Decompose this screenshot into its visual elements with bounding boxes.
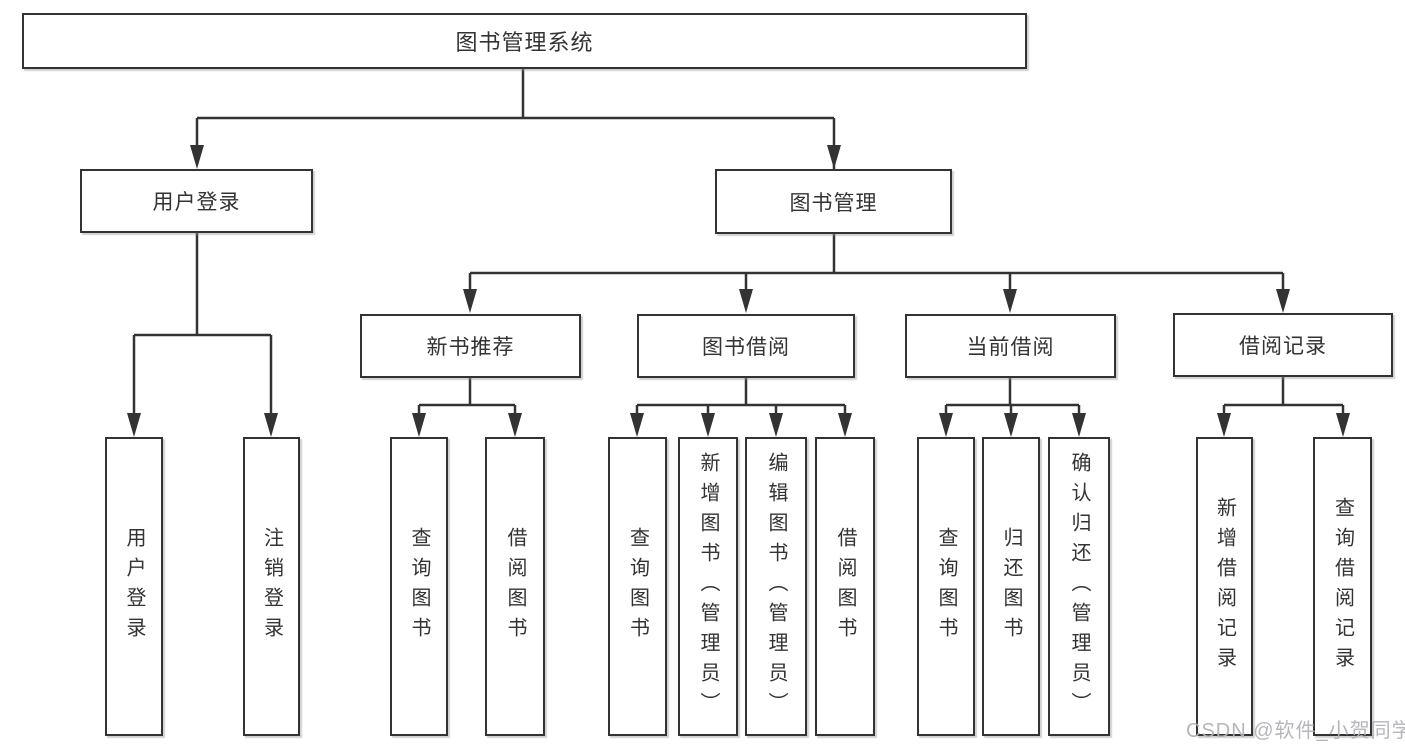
arrowhead-icon — [1217, 413, 1231, 437]
connector-newbook-to-leaves — [417, 378, 517, 414]
leaf-borrow-books-recommend: 借阅图书 — [485, 437, 545, 736]
leaf-edit-books-admin: 编辑图书（管理员） — [745, 437, 807, 736]
arrowhead-icon — [1004, 413, 1018, 437]
node-label: 图书管理系统 — [455, 30, 594, 55]
node-label: 借阅图书 — [504, 526, 526, 647]
node-label: 借阅记录 — [1239, 335, 1327, 358]
node-label: 用户登录 — [152, 191, 241, 214]
node-label: 注销登录 — [260, 526, 283, 647]
node-label: 确认归还（管理员） — [1068, 451, 1090, 722]
leaf-query-books-borrowing: 查询图书 — [608, 437, 667, 736]
arrowhead-icon — [264, 413, 278, 437]
leaf-user-login: 用户登录 — [105, 437, 163, 736]
connector-userlogin-to-leaves — [132, 233, 273, 414]
node-label: 用户登录 — [123, 526, 145, 647]
leaf-confirm-return-admin: 确认归还（管理员） — [1048, 437, 1110, 736]
connector-line-group — [132, 69, 1345, 414]
node-user-login: 用户登录 — [80, 169, 313, 233]
leaf-add-borrow-record: 新增借阅记录 — [1196, 437, 1253, 736]
node-label: 归还图书 — [1000, 526, 1022, 647]
connector-records-to-leaves — [1222, 377, 1345, 414]
node-current-borrowing: 当前借阅 — [905, 314, 1116, 378]
node-new-book-recommend: 新书推荐 — [360, 314, 581, 378]
arrowhead-icon — [127, 413, 141, 437]
arrowhead-icon — [739, 289, 753, 313]
node-label: 查询图书 — [408, 526, 430, 647]
csdn-watermark: CSDN @软件_小贺同学 — [1186, 720, 1405, 742]
arrowhead-icon — [1336, 413, 1350, 437]
leaf-query-books-recommend: 查询图书 — [390, 437, 448, 736]
connector-current-to-leaves — [944, 378, 1081, 414]
arrowhead-icon — [1072, 413, 1086, 437]
arrowhead-icon — [412, 413, 426, 437]
node-label: 查询图书 — [935, 526, 957, 647]
node-label: 查询借阅记录 — [1331, 496, 1354, 677]
node-library-management-system: 图书管理系统 — [22, 13, 1027, 69]
node-label: 新书推荐 — [426, 336, 515, 359]
leaf-query-borrow-record: 查询借阅记录 — [1313, 437, 1372, 736]
arrowhead-icon — [190, 145, 204, 169]
node-book-borrowing: 图书借阅 — [637, 314, 855, 378]
connector-root-to-level2 — [195, 69, 836, 169]
node-label: 新增借阅记录 — [1213, 496, 1236, 677]
node-label: 借阅图书 — [834, 526, 856, 647]
node-label: 查询图书 — [626, 526, 649, 647]
arrowhead-icon — [827, 145, 841, 169]
leaf-logout: 注销登录 — [243, 437, 300, 736]
arrowhead-icon — [508, 413, 522, 437]
leaf-borrow-books: 借阅图书 — [815, 437, 875, 736]
leaf-query-books-current: 查询图书 — [917, 437, 975, 736]
arrowhead-icon — [630, 413, 644, 437]
arrowhead-icon — [769, 413, 783, 437]
node-borrow-records: 借阅记录 — [1173, 313, 1393, 377]
arrowhead-icon — [939, 413, 953, 437]
node-label: 新增图书（管理员） — [697, 451, 719, 722]
node-label: 图书借阅 — [702, 336, 790, 359]
arrowhead-icon — [463, 289, 477, 313]
arrowhead-icon — [1276, 289, 1290, 313]
connector-bookmgmt-to-level3 — [468, 234, 1285, 290]
arrowhead-group — [127, 145, 1350, 437]
arrowhead-icon — [1003, 289, 1017, 313]
arrowhead-icon — [701, 413, 715, 437]
leaf-return-books: 归还图书 — [982, 437, 1040, 736]
node-book-management: 图书管理 — [715, 169, 952, 234]
leaf-add-books-admin: 新增图书（管理员） — [678, 437, 738, 736]
node-label: 当前借阅 — [966, 336, 1055, 359]
node-label: 图书管理 — [789, 191, 878, 215]
node-label: 编辑图书（管理员） — [765, 451, 787, 722]
connector-borrowing-to-leaves — [635, 378, 847, 414]
arrowhead-icon — [838, 413, 852, 437]
